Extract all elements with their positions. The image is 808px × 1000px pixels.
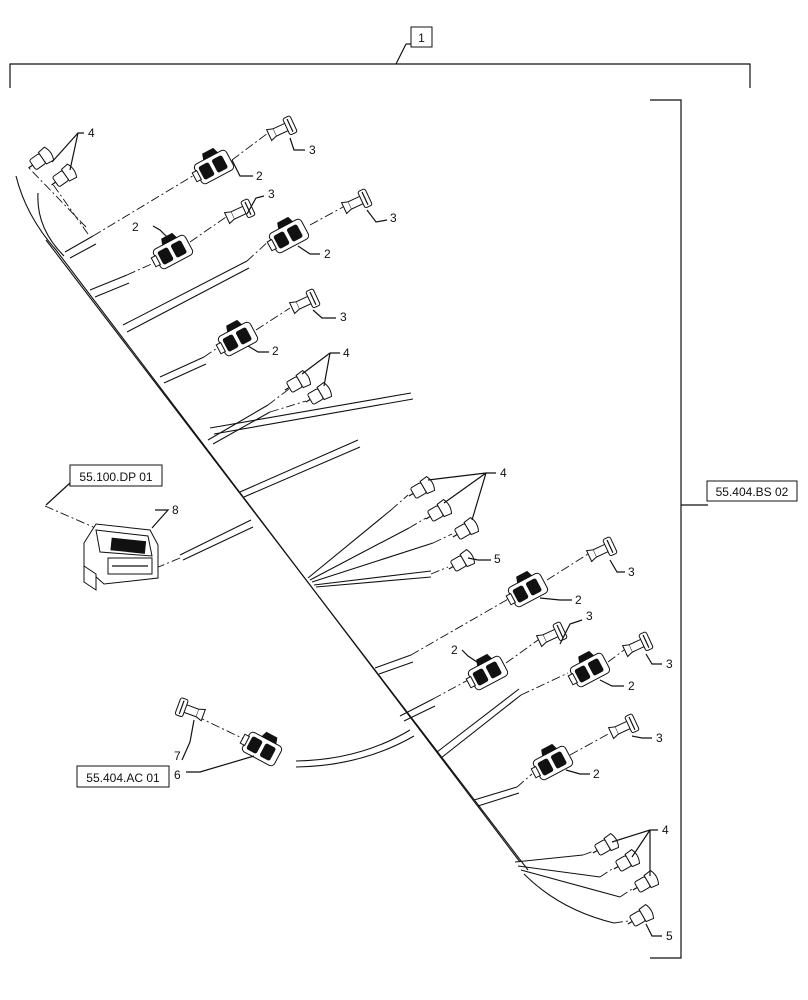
seal-plug	[46, 162, 79, 193]
wedge-lock	[584, 535, 618, 565]
callout-4: 4	[662, 823, 669, 837]
callout-6: 6	[174, 768, 181, 782]
callout-8: 8	[172, 503, 179, 517]
callout-4: 4	[88, 126, 95, 140]
connector	[145, 228, 195, 273]
seal-plug	[628, 868, 661, 898]
callout-3: 3	[340, 310, 347, 324]
wedge-lock	[264, 114, 298, 144]
wedge-lock	[222, 197, 256, 227]
relay-connector	[236, 723, 287, 768]
callout-3: 3	[309, 143, 316, 157]
reference-control-module-label: 55.100.DP 01	[79, 470, 152, 484]
control-module	[83, 523, 159, 591]
callout-3: 3	[390, 211, 397, 225]
seal-plug	[444, 547, 477, 577]
harness-bracket-right	[650, 99, 708, 959]
reference-relay-connector-label: 55.404.AC 01	[86, 771, 160, 785]
connector	[186, 143, 236, 188]
callout-2: 2	[575, 593, 582, 607]
main-trunk	[15, 175, 529, 871]
callout-4: 4	[500, 466, 507, 480]
wedge-lock	[339, 187, 373, 217]
seal-plug	[623, 902, 656, 932]
callout-2: 2	[324, 247, 331, 261]
seal-plug	[588, 831, 621, 861]
callout-2: 2	[272, 344, 279, 358]
callout-labels: 4 3 2 3 3 2 2 3 2 4 8 4 5 3 2 3 2 3 2 3 …	[88, 126, 673, 943]
callout-7: 7	[174, 749, 181, 763]
wire-branches	[64, 235, 621, 924]
callout-2: 2	[132, 220, 139, 234]
callout-2: 2	[593, 767, 600, 781]
seal-plug	[23, 145, 56, 176]
reference-control-module[interactable]: 55.100.DP 01	[69, 464, 163, 487]
wedge-lock	[620, 630, 654, 660]
callout-3: 3	[628, 565, 635, 579]
connector	[210, 315, 260, 360]
reference-harness-right[interactable]: 55.404.BS 02	[706, 480, 798, 502]
callout-3: 3	[268, 187, 275, 201]
wedge-lock	[534, 620, 568, 650]
connector	[525, 739, 575, 784]
callout-2: 2	[628, 679, 635, 693]
callout-2: 2	[256, 169, 263, 183]
assembly-callout: 1	[410, 26, 433, 48]
reference-relay-connector[interactable]: 55.404.AC 01	[76, 765, 170, 788]
connector	[562, 646, 612, 691]
seal-plug	[280, 368, 313, 398]
assembly-bracket	[9, 43, 751, 88]
callout-leaders	[51, 132, 662, 937]
callout-5: 5	[666, 929, 673, 943]
callout-3: 3	[666, 657, 673, 671]
callout-3: 3	[656, 731, 663, 745]
callout-2: 2	[451, 643, 458, 657]
assembly-callout-label: 1	[418, 31, 425, 45]
callout-4: 4	[343, 346, 350, 360]
seal-plug	[609, 847, 642, 877]
seal-plug	[448, 515, 481, 545]
connector	[500, 566, 550, 611]
assembly-lines	[27, 132, 633, 924]
callout-3: 3	[586, 609, 593, 623]
callout-5: 5	[494, 552, 501, 566]
reference-harness-right-label: 55.404.BS 02	[716, 485, 789, 499]
wedge-lock	[174, 696, 207, 725]
seal-plug	[421, 497, 454, 527]
